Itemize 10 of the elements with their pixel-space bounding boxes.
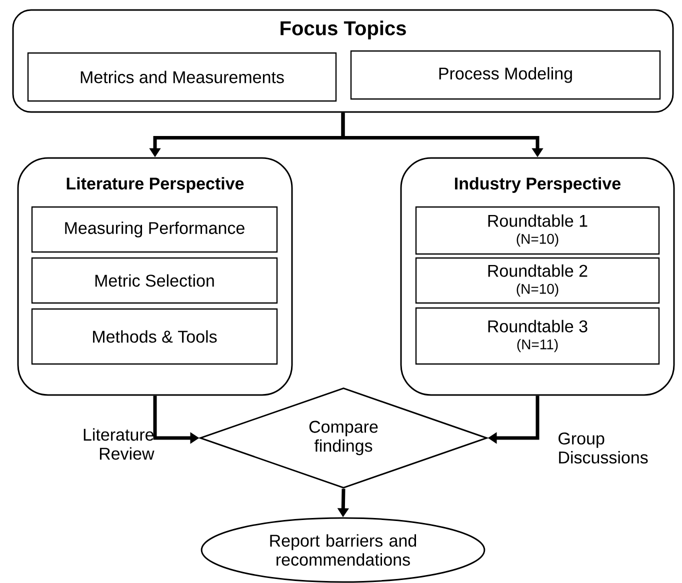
process-box: Metric Selection [31,257,278,304]
process-box: Roundtable 3 (N=11) [415,307,660,365]
process-box: Roundtable 2 (N=10) [415,257,660,304]
process-box: Measuring Performance [31,206,278,253]
process-box: Process Modeling [350,50,661,100]
process-box: Roundtable 1 (N=10) [415,206,660,255]
process-box: Methods & Tools [31,308,278,365]
edge-label: Group Discussions [558,432,648,464]
edge-label: Literature Review [84,428,154,460]
process-box: Metrics and Measurements [27,52,337,102]
